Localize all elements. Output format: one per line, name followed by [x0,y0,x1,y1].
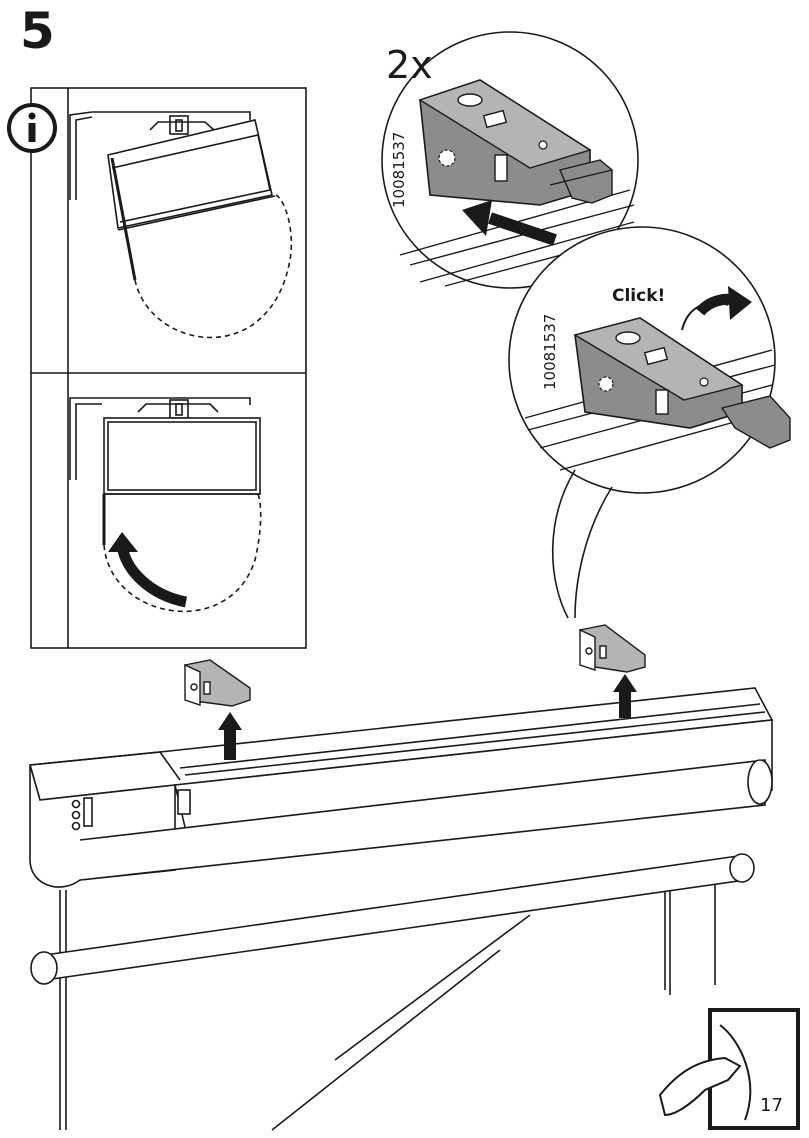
quantity-label: 2x [386,43,433,87]
bracket-right-small [579,624,646,673]
profile-engaged-drawing [69,397,262,612]
part-code-bottom: 10081537 [541,313,559,391]
bracket-left-small [184,659,251,707]
part-code-top: 10081537 [390,131,408,209]
info-icon [7,103,57,153]
detail-circle-slide [381,31,639,289]
info-panel-frame [30,87,307,649]
click-label: Click! [612,286,666,306]
page-number: 17 [760,1095,783,1116]
profile-tilted-drawing [69,111,293,339]
roller-blind-assembly [28,687,774,1131]
detail-circle-click [508,226,791,494]
callout-tail [551,469,576,619]
step-number: 5 [20,2,55,60]
push-arrow-icon [488,212,557,246]
rotate-arrow-icon [116,543,188,608]
rotate-arrow-head-icon [108,532,138,552]
info-panel [30,87,307,649]
page-turn-icon [658,1008,800,1130]
